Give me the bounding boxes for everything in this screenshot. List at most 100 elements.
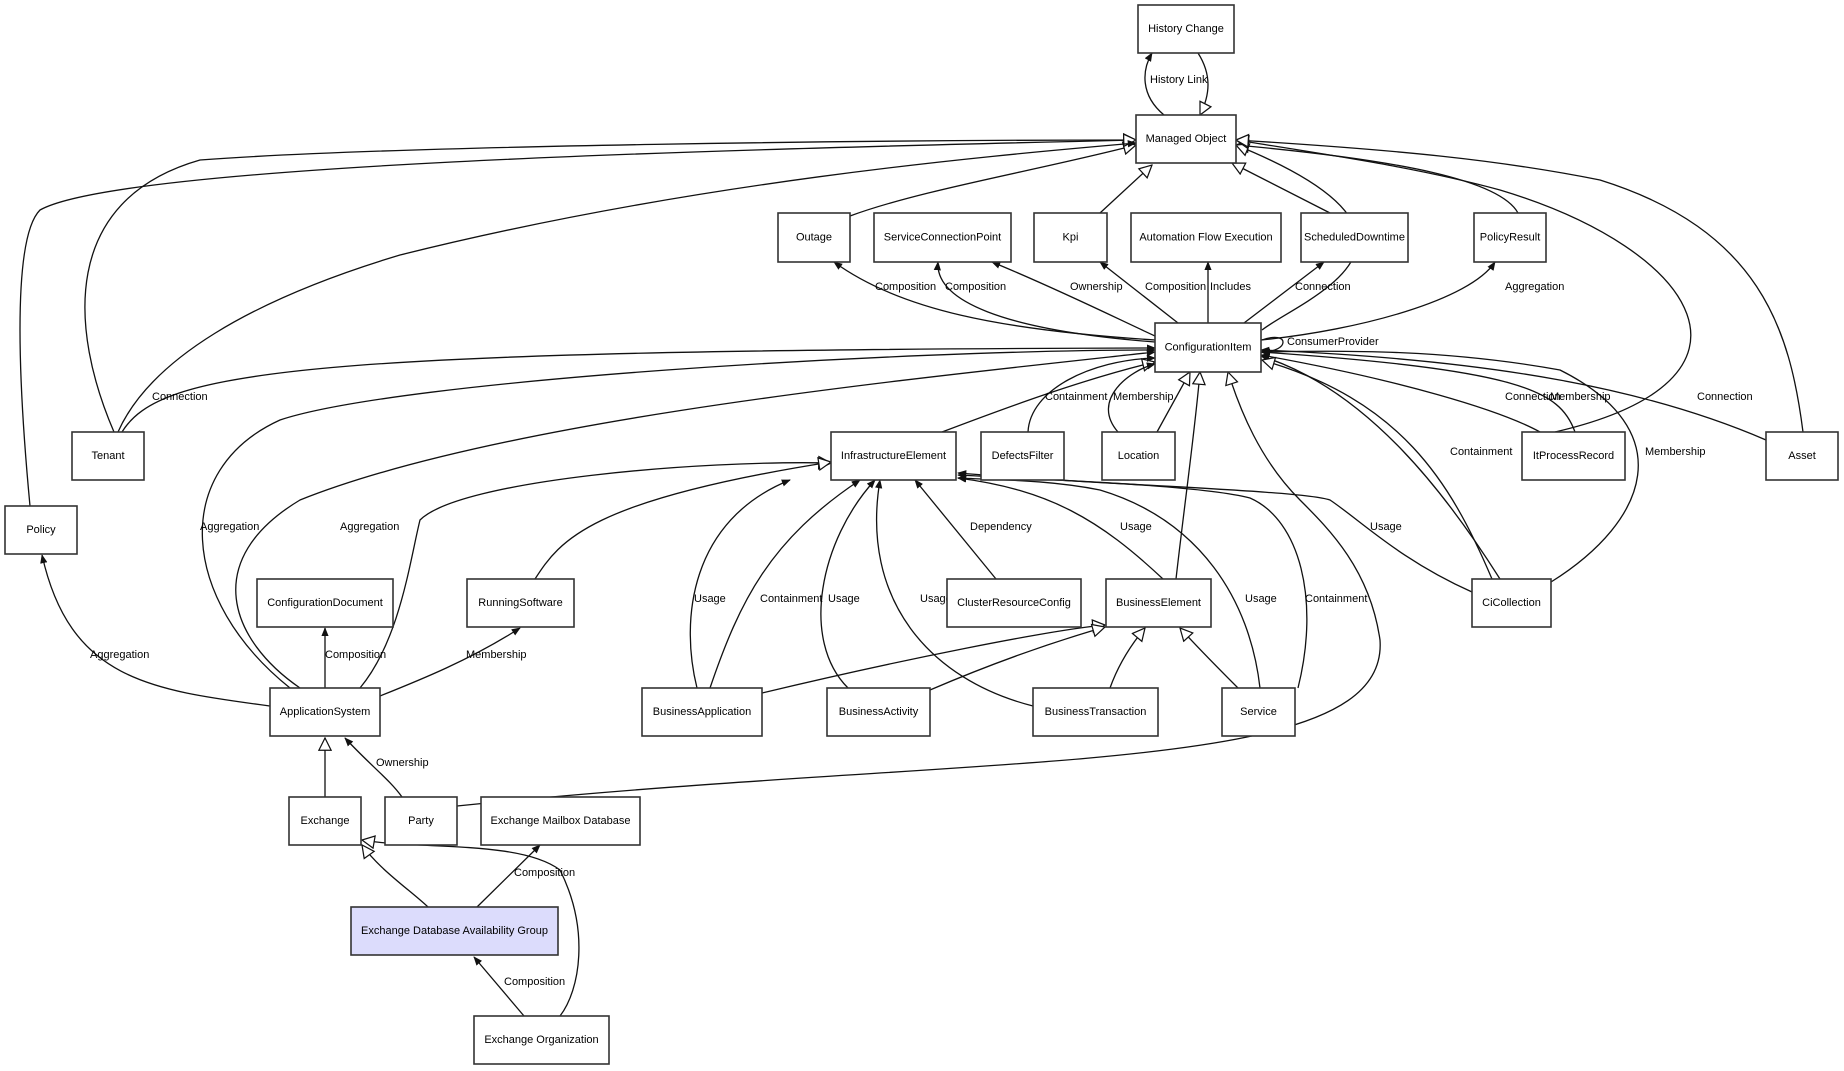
node-edag[interactable]: Exchange Database Availability Group bbox=[350, 906, 559, 956]
node-itpr[interactable]: ItProcessRecord bbox=[1521, 431, 1626, 481]
node-box[interactable] bbox=[830, 431, 957, 481]
node-policy[interactable]: Policy bbox=[4, 505, 78, 555]
association-arrow bbox=[1260, 348, 1576, 433]
edge-label: Usage bbox=[920, 593, 952, 605]
node-emd[interactable]: Exchange Mailbox Database bbox=[480, 796, 641, 846]
inheritance-arrow bbox=[1180, 628, 1239, 689]
edge-label: Usage bbox=[694, 593, 726, 605]
node-box[interactable] bbox=[1154, 322, 1262, 373]
association-arrow bbox=[235, 349, 1156, 689]
node-label: BusinessElement bbox=[1116, 597, 1201, 609]
edge-ci-to-kpi bbox=[1099, 261, 1179, 324]
node-confdoc[interactable]: ConfigurationDocument bbox=[256, 578, 394, 628]
node-box[interactable] bbox=[1135, 114, 1237, 164]
node-bizel[interactable]: BusinessElement bbox=[1105, 578, 1212, 628]
edge-cicoll-to-ci bbox=[1260, 354, 1501, 580]
node-cluster[interactable]: ClusterResourceConfig bbox=[946, 578, 1082, 628]
inheritance-arrow bbox=[941, 362, 1155, 433]
node-appsys[interactable]: ApplicationSystem bbox=[269, 687, 381, 737]
node-eorg[interactable]: Exchange Organization bbox=[473, 1015, 610, 1065]
edge-tenant-to-ci bbox=[121, 344, 1156, 433]
node-box[interactable] bbox=[1221, 687, 1296, 737]
node-box[interactable] bbox=[473, 1015, 610, 1065]
edge-appsys-to-ci bbox=[201, 346, 1156, 689]
node-box[interactable] bbox=[873, 212, 1012, 263]
edge-label: Ownership bbox=[376, 757, 429, 769]
association-arrow bbox=[689, 479, 791, 689]
node-box[interactable] bbox=[641, 687, 763, 737]
node-box[interactable] bbox=[1471, 578, 1552, 628]
edge-appsys-to-policy bbox=[40, 554, 271, 707]
association-arrow bbox=[1260, 352, 1541, 433]
node-box[interactable] bbox=[980, 431, 1065, 481]
node-ci[interactable]: ConfigurationItem bbox=[1154, 322, 1262, 373]
inheritance-arrow bbox=[929, 627, 1105, 691]
node-biztx[interactable]: BusinessTransaction bbox=[1032, 687, 1159, 737]
node-box[interactable] bbox=[256, 578, 394, 628]
node-box[interactable] bbox=[1101, 431, 1176, 481]
node-label: PolicyResult bbox=[1480, 232, 1541, 244]
association-arrow bbox=[121, 344, 1156, 433]
node-outage[interactable]: Outage bbox=[777, 212, 851, 263]
node-box[interactable] bbox=[288, 796, 362, 846]
node-box[interactable] bbox=[269, 687, 381, 737]
node-label: Asset bbox=[1788, 450, 1816, 462]
node-box[interactable] bbox=[480, 796, 641, 846]
edge-policy-to-managed_object bbox=[19, 140, 1136, 507]
node-box[interactable] bbox=[1032, 687, 1159, 737]
node-label: ScheduledDowntime bbox=[1304, 232, 1405, 244]
edge-cluster-to-infra bbox=[914, 479, 997, 580]
node-box[interactable] bbox=[1033, 212, 1108, 263]
node-policy-result[interactable]: PolicyResult bbox=[1473, 212, 1547, 263]
edge-label: Membership bbox=[1645, 446, 1706, 458]
edge-label: Composition bbox=[945, 281, 1006, 293]
node-box[interactable] bbox=[826, 687, 931, 737]
node-box[interactable] bbox=[1473, 212, 1547, 263]
association-arrow bbox=[914, 479, 997, 580]
node-box[interactable] bbox=[1137, 4, 1235, 54]
edge-label: Aggregation bbox=[1505, 281, 1564, 293]
node-scp[interactable]: ServiceConnectionPoint bbox=[873, 212, 1012, 263]
node-infra[interactable]: InfrastructureElement bbox=[830, 431, 957, 481]
node-defects[interactable]: DefectsFilter bbox=[980, 431, 1065, 481]
node-label: DefectsFilter bbox=[992, 450, 1054, 462]
node-box[interactable] bbox=[466, 578, 575, 628]
node-box[interactable] bbox=[777, 212, 851, 263]
node-running[interactable]: RunningSoftware bbox=[466, 578, 575, 628]
inheritance-arrow bbox=[1236, 145, 1519, 214]
node-box[interactable] bbox=[4, 505, 78, 555]
node-box[interactable] bbox=[384, 796, 458, 846]
node-box[interactable] bbox=[71, 431, 145, 481]
edge-label: Membership bbox=[1550, 391, 1611, 403]
node-box[interactable] bbox=[1105, 578, 1212, 628]
node-managed-object[interactable]: Managed Object bbox=[1135, 114, 1237, 164]
node-location[interactable]: Location bbox=[1101, 431, 1176, 481]
node-tenant[interactable]: Tenant bbox=[71, 431, 145, 481]
inheritance-arrow bbox=[1109, 628, 1145, 689]
node-cicoll[interactable]: CiCollection bbox=[1471, 578, 1552, 628]
node-bizapp[interactable]: BusinessApplication bbox=[641, 687, 763, 737]
node-afe[interactable]: Automation Flow Execution bbox=[1130, 212, 1282, 263]
node-kpi[interactable]: Kpi bbox=[1033, 212, 1108, 263]
node-party[interactable]: Party bbox=[384, 796, 458, 846]
node-sched[interactable]: ScheduledDowntime bbox=[1300, 212, 1409, 263]
node-box[interactable] bbox=[350, 906, 559, 956]
edge-label: Membership bbox=[1113, 391, 1174, 403]
association-arrow bbox=[344, 737, 403, 798]
node-exchange[interactable]: Exchange bbox=[288, 796, 362, 846]
node-box[interactable] bbox=[1130, 212, 1282, 263]
node-asset[interactable]: Asset bbox=[1765, 431, 1839, 481]
edge-label: Dependency bbox=[970, 521, 1032, 533]
node-history-change[interactable]: History Change bbox=[1137, 4, 1235, 54]
node-service[interactable]: Service bbox=[1221, 687, 1296, 737]
node-box[interactable] bbox=[1521, 431, 1626, 481]
node-bizact[interactable]: BusinessActivity bbox=[826, 687, 931, 737]
association-arrow bbox=[1260, 261, 1496, 341]
node-box[interactable] bbox=[946, 578, 1082, 628]
node-label: ApplicationSystem bbox=[280, 706, 371, 718]
edge-bizapp-to-infra bbox=[689, 479, 791, 689]
inheritance-arrow bbox=[1232, 163, 1331, 214]
node-box[interactable] bbox=[1300, 212, 1409, 263]
node-box[interactable] bbox=[1765, 431, 1839, 481]
